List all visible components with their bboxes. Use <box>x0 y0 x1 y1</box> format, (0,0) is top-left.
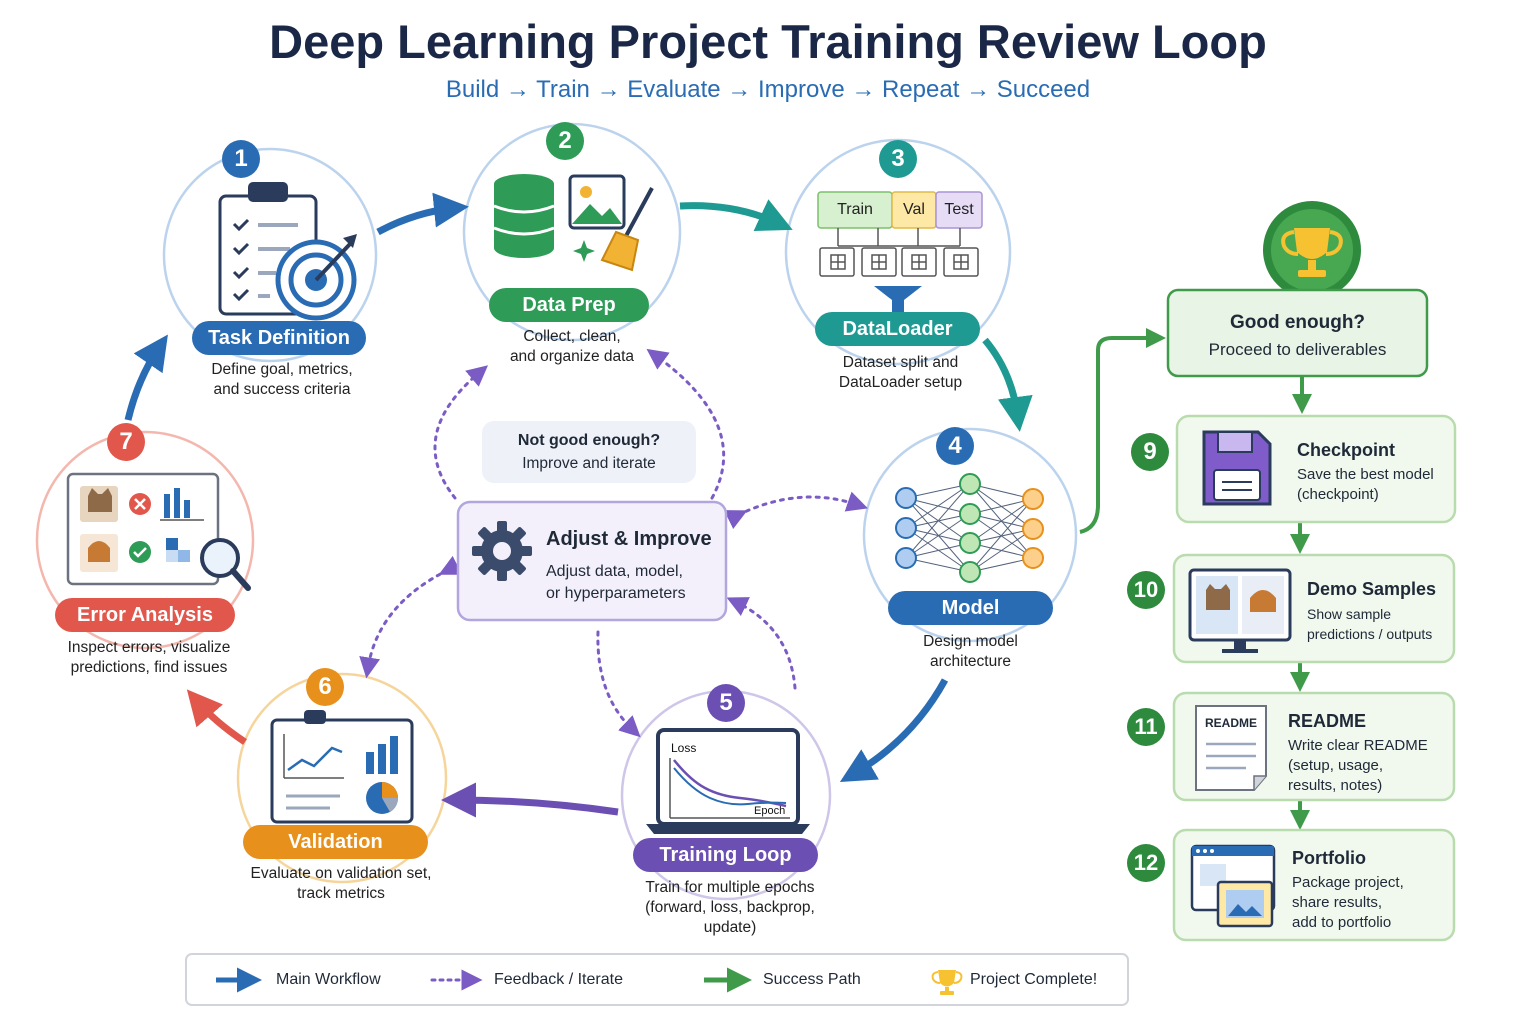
step-6-label: Validation <box>243 825 428 859</box>
feedback-to-data-prep-left <box>433 365 489 500</box>
deliverable-10-number: 10 <box>1127 571 1165 609</box>
deliverable-9-number: 9 <box>1131 433 1169 471</box>
not-good-enough-note <box>482 421 696 483</box>
arrow-1-to-2 <box>376 192 469 236</box>
step-5-number: 5 <box>707 684 745 722</box>
floppy-disk-icon <box>1202 430 1272 506</box>
trophy-icon <box>1263 201 1361 299</box>
not-good-enough-desc: Improve and iterate <box>522 455 656 472</box>
arrow-7-to-1 <box>124 334 168 421</box>
dataset-split-icon <box>817 191 983 312</box>
adjust-box <box>456 500 728 622</box>
deliverable-9-desc: Save the best model(checkpoint) <box>1297 466 1434 503</box>
deliverable-11-title: README <box>1288 711 1367 731</box>
success-desc: Proceed to deliverables <box>1208 340 1387 359</box>
feedback-to-validation <box>359 555 463 679</box>
legend-success-label: Success Path <box>763 971 861 988</box>
legend-feedback-label: Feedback / Iterate <box>494 971 623 988</box>
legend-box <box>185 953 1129 1006</box>
step-2-label: Data Prep <box>489 288 649 322</box>
epoch-axis-label: Epoch <box>754 805 786 817</box>
success-arrow-model <box>1079 328 1166 534</box>
step-6-number: 6 <box>306 668 344 706</box>
not-good-enough-title: Not good enough? <box>517 432 661 449</box>
portfolio-windows-icon <box>1190 844 1276 928</box>
step-4-label: Model <box>888 591 1053 625</box>
deliverable-12-desc: Package project,share results,add to por… <box>1292 874 1404 931</box>
adjust-title: Adjust & Improve <box>546 528 712 550</box>
feedback-to-data-prep-right <box>646 348 726 500</box>
page-title: Deep Learning Project Training Review Lo… <box>269 15 1267 68</box>
page-subtitle: Build → Train → Evaluate → Improve → Rep… <box>445 76 1091 103</box>
clipboard-target-icon <box>218 182 357 321</box>
deliverable-12-title: Portfolio <box>1292 848 1366 868</box>
arrow-3-to-4 <box>982 337 1033 432</box>
deliverable-9-title: Checkpoint <box>1297 440 1396 460</box>
step-6-description: Evaluate on validation set,track metrics <box>250 865 432 902</box>
deliverable-10-title: Demo Samples <box>1307 579 1437 599</box>
error-analysis-board-icon <box>66 472 251 591</box>
split-train-label: Train <box>837 201 873 218</box>
readme-doc-label: README <box>1204 716 1257 730</box>
monitor-samples-icon <box>1188 568 1292 653</box>
arrow-4-to-5 <box>839 678 949 783</box>
validation-board-icon <box>270 710 414 824</box>
arrow-2-to-3 <box>679 199 793 231</box>
neural-network-icon <box>895 473 1044 583</box>
feedback-model-link <box>723 491 868 530</box>
step-3-number: 3 <box>879 140 917 178</box>
step-2-description: Collect, clean,and organize data <box>509 328 635 365</box>
step-4-number: 4 <box>936 427 974 465</box>
step-1-number: 1 <box>222 140 260 178</box>
step-3-label: DataLoader <box>815 312 980 346</box>
split-test-label: Test <box>944 201 974 218</box>
step-2-number: 2 <box>546 122 584 160</box>
step-1-description: Define goal, metrics,and success criteri… <box>211 361 353 398</box>
deliverable-11-desc: Write clear README(setup, usage,results,… <box>1288 737 1428 794</box>
step-5-description: Train for multiple epochs(forward, loss,… <box>645 879 815 936</box>
gear-icon <box>472 521 532 581</box>
legend-complete-label: Project Complete! <box>970 971 1098 988</box>
readme-document-icon <box>1195 705 1267 791</box>
step-7-number: 7 <box>107 423 145 461</box>
deliverable-11-number: 11 <box>1127 708 1165 746</box>
loss-axis-label: Loss <box>671 741 697 755</box>
success-box <box>1166 288 1429 378</box>
success-title: Good enough? <box>1229 312 1366 333</box>
step-7-label: Error Analysis <box>55 598 235 632</box>
adjust-description: Adjust data, model,or hyperparameters <box>546 563 686 602</box>
legend-trophy-icon <box>931 970 963 995</box>
legend-main-label: Main Workflow <box>276 971 381 988</box>
database-broom-icon <box>493 174 654 272</box>
step-5-label: Training Loop <box>633 838 818 872</box>
step-1-label: Task Definition <box>192 321 366 355</box>
feedback-to-training <box>596 630 641 738</box>
feedback-from-training <box>726 597 797 690</box>
laptop-loss-curve-icon <box>646 728 810 834</box>
arrow-6-to-7 <box>186 689 247 745</box>
arrow-5-to-6 <box>441 782 619 818</box>
split-val-label: Val <box>903 201 925 218</box>
deliverable-12-number: 12 <box>1127 844 1165 882</box>
